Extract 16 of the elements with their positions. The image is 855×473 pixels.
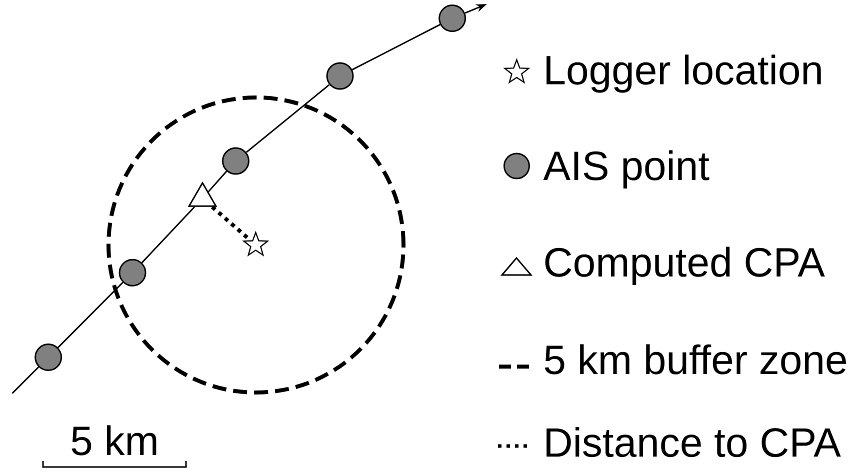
legend-text: AIS point — [543, 150, 710, 188]
legend-text: Computed CPA — [545, 246, 825, 285]
point-marker — [438, 4, 466, 32]
point-marker — [326, 62, 354, 90]
point-marker — [222, 147, 250, 175]
track-line — [141, 206, 196, 264]
legend-text: Distance to CPA — [546, 426, 841, 458]
track-line — [208, 170, 228, 192]
track-line — [12, 366, 40, 394]
track-line — [352, 24, 440, 70]
legend-text: 5 km buffer zone — [544, 344, 846, 374]
point-marker — [34, 344, 62, 372]
point-marker — [118, 258, 146, 286]
track-line — [246, 84, 330, 153]
legend-text: Logger location — [546, 54, 821, 93]
scale-label: 5 km — [72, 425, 156, 456]
